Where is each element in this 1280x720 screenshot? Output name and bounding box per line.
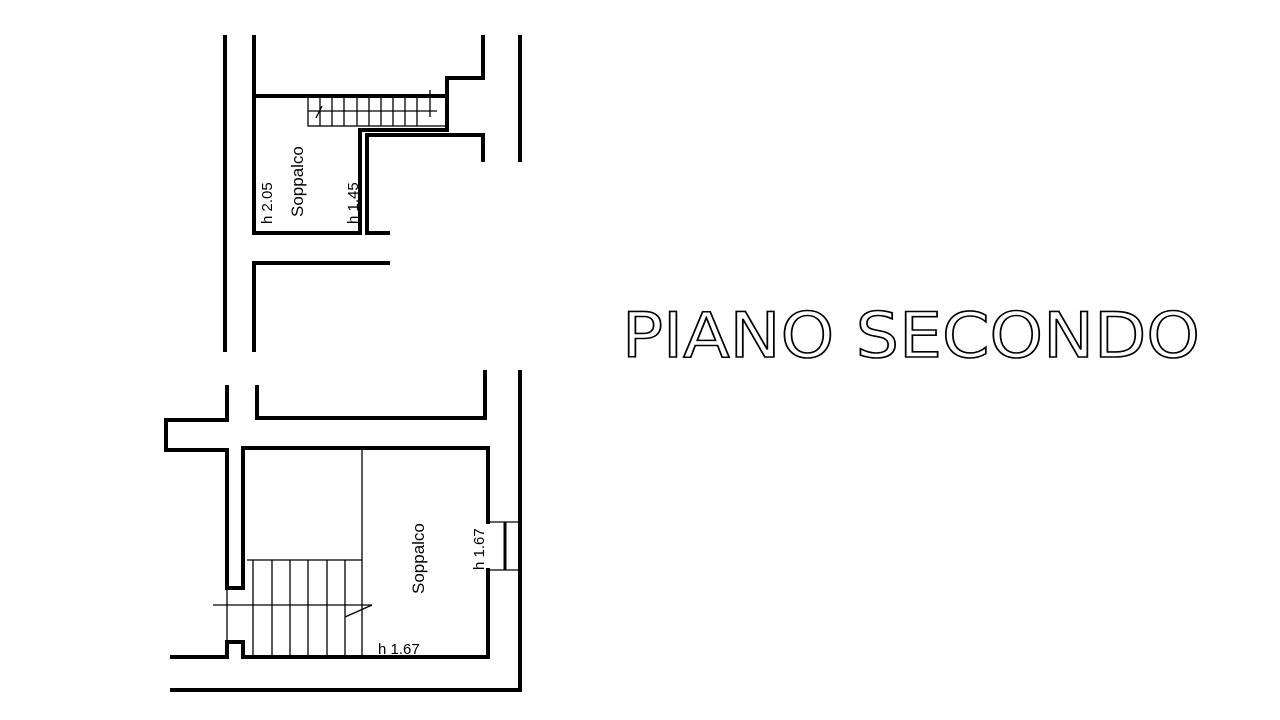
height-label-bottom-lower: h 1.67: [378, 641, 420, 658]
wall-top-corridor: [255, 370, 487, 420]
room-label-soppalco: Soppalco: [288, 146, 307, 217]
room-label-soppalco-lower: Soppalco: [409, 523, 428, 594]
wall-room-upper: [252, 35, 485, 235]
window: [488, 521, 520, 571]
lower-plan: Soppalco h 1.67 h 1.67: [164, 370, 522, 692]
height-label-right-lower: h 1.67: [471, 528, 488, 570]
upper-plan: h 2.05 Soppalco h 1.45: [223, 35, 522, 352]
wall-outer-right-lower: [170, 370, 522, 692]
wall-lower-corner: [252, 261, 390, 352]
wall-inner-corridor: [365, 133, 485, 235]
floor-title: PIANO SECONDO: [622, 299, 1200, 372]
wall-left-stub: [164, 385, 490, 590]
height-label-right: h 1.45: [345, 182, 362, 224]
staircase-upper: [307, 90, 448, 127]
wall-bottom-left: [170, 640, 245, 659]
wall-room-right-lower: [245, 568, 490, 659]
staircase-lower: [213, 448, 373, 657]
height-label-left: h 2.05: [259, 182, 276, 224]
